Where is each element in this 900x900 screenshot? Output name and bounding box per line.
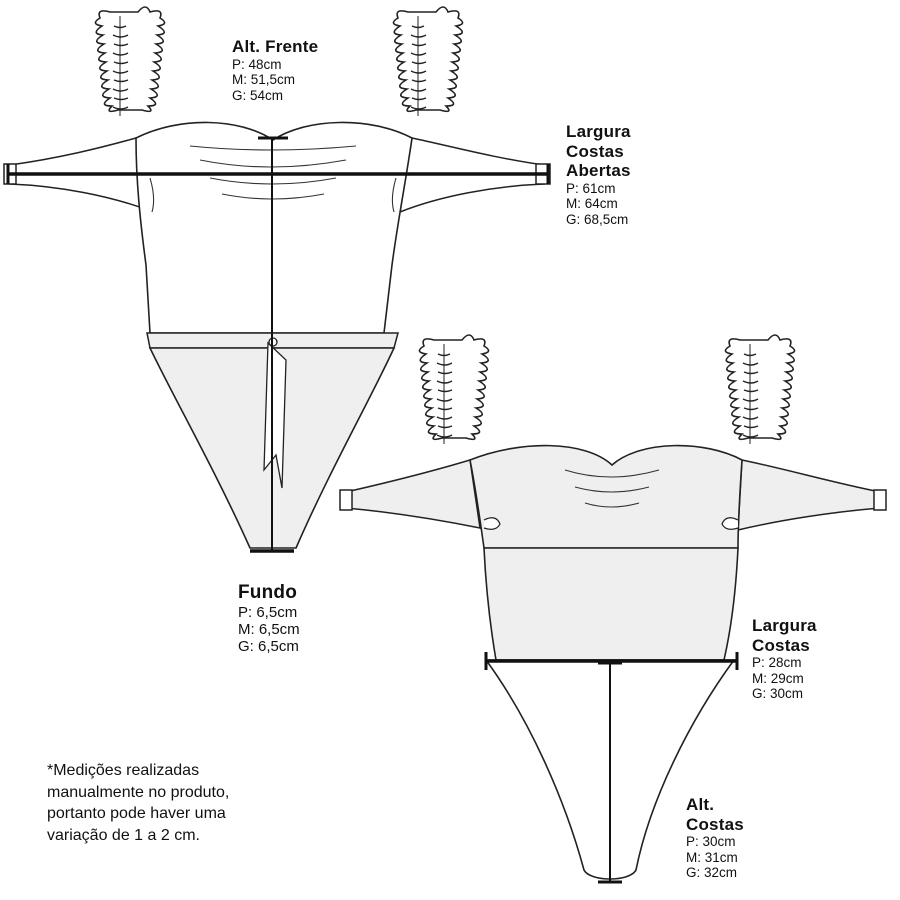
footnote-line-4: variação de 1 a 2 cm. [47,826,200,844]
back-right-ruffle-strap [724,334,796,445]
back-mid-panel [483,547,739,661]
back-left-ruffle-strap [418,334,490,445]
back-width-g: G: 30cm [752,686,804,702]
open-back-width-label: Largura Costas Abertas P: 61cm M: 64cm G… [566,122,631,227]
back-gathers [564,469,660,508]
front-height-title: Alt. Frente [232,37,319,56]
front-tie-ribbon [263,341,287,489]
front-left-ruffle-strap [94,6,166,117]
back-garment [339,334,887,880]
front-height-label: Alt. Frente P: 48cm M: 51,5cm G: 54cm [232,37,318,103]
front-height-m: M: 51,5cm [232,72,296,88]
front-height-g: G: 54cm [232,87,284,103]
front-height-p: P: 48cm [232,56,282,72]
front-measure-lines [6,136,550,553]
open-back-width-p: P: 61cm [566,180,616,196]
back-width-m: M: 29cm [752,670,804,686]
back-measure-lines [484,652,739,884]
footnote-line-2: manualmente no produto, [47,783,230,801]
bottom-g: G: 6,5cm [238,638,299,656]
measurement-footnote: *Medições realizadas manualmente no prod… [47,760,229,846]
bottom-p: P: 6,5cm [238,603,298,621]
back-upper-panel [469,444,743,549]
open-back-width-title-1: Largura [566,122,631,141]
back-width-p: P: 28cm [752,655,802,671]
bottom-m: M: 6,5cm [238,621,300,639]
back-left-band [345,459,481,529]
back-height-g: G: 32cm [686,865,738,881]
back-side-loops [483,517,739,530]
back-height-title-1: Alt. [686,795,715,814]
front-darts [149,177,397,213]
footnote-line-3: portanto pode haver uma [47,805,226,823]
open-back-width-g: G: 68,5cm [566,211,629,227]
footnote-line-1: *Medições realizadas [47,762,200,779]
front-right-ruffle-strap [392,6,464,117]
back-height-label: Alt. Costas P: 30cm M: 31cm G: 32cm [686,795,744,881]
back-height-m: M: 31cm [686,849,738,865]
back-right-band [737,459,881,531]
back-right-band-cap [873,489,887,511]
back-height-title-2: Costas [686,814,744,834]
back-width-title-2: Costas [752,635,810,655]
bottom-title: Fundo [238,582,298,603]
open-back-width-m: M: 64cm [566,196,618,212]
front-torso [135,121,413,334]
open-back-width-title-3: Abertas [566,161,631,181]
back-height-p: P: 30cm [686,834,736,850]
bottom-label: Fundo P: 6,5cm M: 6,5cm G: 6,5cm [238,582,300,656]
back-width-label: Largura Costas P: 28cm M: 29cm G: 30cm [752,616,817,702]
open-back-width-title-2: Costas [566,141,624,161]
back-width-title-1: Largura [752,616,817,635]
back-left-band-cap [339,489,353,511]
